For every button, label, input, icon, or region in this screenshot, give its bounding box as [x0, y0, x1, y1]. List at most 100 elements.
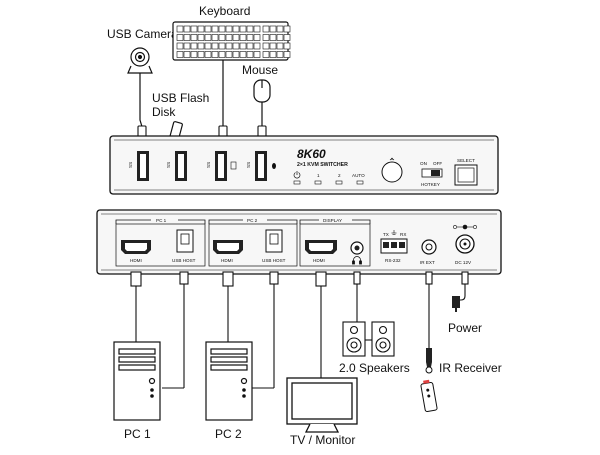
pc1-led [314, 180, 322, 185]
led-1-label: 1 [317, 173, 320, 178]
pc1-tower-icon [113, 341, 161, 421]
ss-tag-2: SS [166, 162, 171, 168]
keyboard-key [183, 25, 191, 33]
keyboard-key [190, 51, 198, 58]
keyboard-key [225, 51, 233, 58]
keyboard-key [190, 25, 198, 33]
keyboard-key [246, 42, 254, 50]
keyboard-key [190, 42, 198, 50]
keyboard-key [183, 42, 191, 50]
pc1-hdmi-cable [130, 271, 142, 342]
select-label: SELECT [457, 158, 475, 163]
keyboard-key [218, 51, 226, 58]
speaker-audio-cable [353, 271, 361, 322]
usb-camera-label: USB Camera [107, 27, 178, 41]
pc1-hdmi-port[interactable] [121, 240, 151, 254]
select-button[interactable] [454, 164, 478, 186]
pc1-label: PC 1 [124, 427, 151, 441]
front-usb-port-1[interactable]: SS [128, 151, 149, 181]
keyboard-key [232, 25, 240, 33]
usb-flash-label-1: USB Flash [152, 91, 209, 105]
ir-ext-label: IR EXT [420, 260, 435, 265]
front-usb-port-2[interactable]: SS [166, 151, 187, 181]
keyboard-key [204, 34, 212, 41]
keyboard-key [269, 34, 277, 41]
power-led [293, 180, 301, 185]
mouse-icon [253, 79, 271, 103]
keyboard-key [225, 42, 233, 50]
pc2-usb-host-port[interactable] [265, 229, 283, 253]
keyboard-key [239, 34, 247, 41]
hotkey-toggle[interactable] [421, 168, 443, 178]
keyboard-icon [172, 21, 291, 61]
display-header: DISPLAY [323, 218, 342, 223]
pc1-usb-cable [162, 271, 189, 389]
keyboard-key [232, 42, 240, 50]
pc2-tower-icon [205, 341, 253, 421]
audio-out-port[interactable] [350, 241, 364, 255]
pc2-group-box [208, 223, 298, 267]
ir-ext-port[interactable] [421, 239, 437, 255]
pc2-hdmi-label: HDMI [221, 258, 233, 263]
keyboard-port-icon [230, 161, 237, 170]
tv-monitor-icon [286, 377, 358, 433]
keyboard-key [211, 34, 219, 41]
keyboard-key [204, 25, 212, 33]
auto-led [356, 180, 364, 185]
product-subtitle: 2×1 KVM SWITCHER [297, 162, 348, 168]
keyboard-key [211, 25, 219, 33]
remote-control-icon [420, 379, 438, 413]
pc2-hdmi-port[interactable] [213, 240, 243, 254]
speakers-icon [342, 321, 395, 357]
keyboard-key [197, 25, 205, 33]
ir-receiver-icon [425, 348, 433, 374]
front-usb-port-3[interactable]: SS [206, 151, 237, 181]
usb-camera-icon [127, 47, 153, 74]
keyboard-key [262, 25, 270, 33]
rx-label: RX [400, 232, 406, 237]
pc1-usb-host-port[interactable] [176, 229, 194, 253]
dc-power-port[interactable] [455, 234, 475, 254]
rs232-terminal-port[interactable] [380, 238, 408, 254]
keyboard-key [253, 42, 261, 50]
keyboard-key [232, 51, 240, 58]
dc12v-label: DC 12V [455, 260, 472, 265]
pc1-header: PC 1 [156, 218, 167, 223]
keyboard-key [253, 51, 261, 58]
pc2-usb-host-label: USB HOST [262, 258, 286, 263]
keyboard-key [211, 42, 219, 50]
keyboard-key [239, 42, 247, 50]
keyboard-key [276, 34, 284, 41]
keyboard-key [276, 25, 284, 33]
keyboard-key [225, 34, 233, 41]
keyboard-key [283, 51, 291, 58]
led-2-label: 2 [338, 173, 341, 178]
pc1-usb-host-label: USB HOST [172, 258, 196, 263]
power-led-icon [293, 171, 301, 179]
rear-panel: PC 1 HDMI USB HOST PC 2 HDMI USB HOST DI… [96, 209, 502, 275]
tx-label: TX [383, 232, 389, 237]
keyboard-key [183, 51, 191, 58]
front-usb-port-4[interactable]: SS [246, 151, 276, 181]
ss-tag-1: SS [128, 162, 133, 168]
display-group-box [299, 223, 371, 267]
pc1-hdmi-label: HDMI [130, 258, 142, 263]
headphone-icon [352, 256, 362, 265]
keyboard-key [239, 51, 247, 58]
pc2-header: PC 2 [247, 218, 258, 223]
ss-tag-4: SS [246, 162, 251, 168]
hotkey-off-label: OFF [433, 161, 442, 166]
keyboard-key [225, 25, 233, 33]
keyboard-key [262, 42, 270, 50]
keyboard-key [232, 34, 240, 41]
keyboard-key [197, 42, 205, 50]
keyboard-key [176, 51, 184, 58]
dc-polarity-icon [453, 224, 477, 230]
keyboard-key [253, 34, 261, 41]
keyboard-label: Keyboard [199, 4, 250, 18]
display-hdmi-port[interactable] [305, 240, 337, 254]
ir-sensor-icon [381, 157, 403, 183]
ss-tag-3: SS [206, 162, 211, 168]
keyboard-key [197, 51, 205, 58]
